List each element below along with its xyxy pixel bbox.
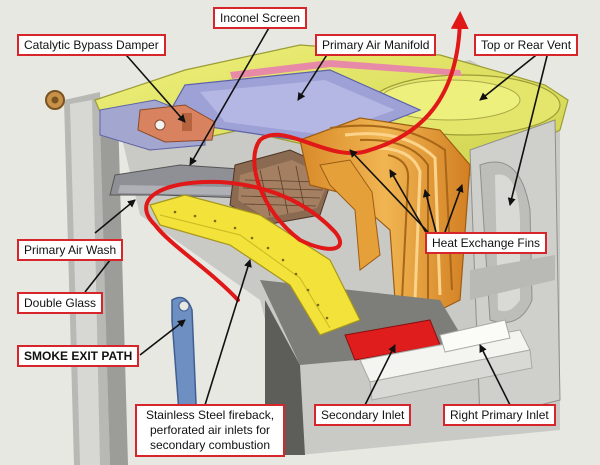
label-double-glass: Double Glass <box>17 292 104 314</box>
bypass-damper <box>99 99 216 151</box>
label-catalytic-bypass-damper: Catalytic Bypass Damper <box>17 34 166 56</box>
label-inconel-screen: Inconel Screen <box>213 7 308 29</box>
label-heat-exchange-fins: Heat Exchange Fins <box>425 232 548 254</box>
label-right-primary-inlet: Right Primary Inlet <box>443 404 556 426</box>
label-top-or-rear-vent: Top or Rear Vent <box>474 34 579 56</box>
stainless-fireback <box>149 194 361 336</box>
label-stainless-steel-fireback: Stainless Steel fireback, perforated air… <box>135 404 285 457</box>
door-frame <box>45 90 128 465</box>
label-primary-air-wash: Primary Air Wash <box>17 239 124 261</box>
smoke-exit-path-curve <box>144 11 469 302</box>
label-primary-air-manifold: Primary Air Manifold <box>315 34 437 56</box>
label-secondary-inlet: Secondary Inlet <box>314 404 412 426</box>
label-smoke-exit-path: SMOKE EXIT PATH <box>17 345 140 367</box>
pointer-lines <box>84 25 549 406</box>
bottom-inlets <box>344 319 533 401</box>
gasket <box>230 60 462 79</box>
